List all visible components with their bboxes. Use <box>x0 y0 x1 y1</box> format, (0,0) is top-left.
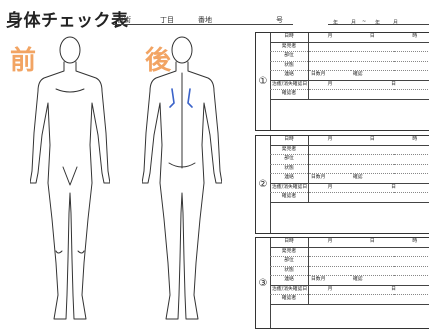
date-marker-year-start: 年 <box>333 20 339 26</box>
finder-field[interactable] <box>308 42 429 52</box>
state-field[interactable] <box>308 164 429 174</box>
part-field[interactable] <box>308 256 429 267</box>
field-label-banchi: 番地 <box>198 16 212 24</box>
card-table: 日時月日時 発見者 部位 状態 連絡日数月確認 治癒/消失確認日月日 確認者 <box>270 136 429 203</box>
card-index: ① <box>256 33 271 130</box>
field-label-banchi-street: 番街 <box>117 16 131 24</box>
date-marker-tilde: ~ <box>362 19 367 25</box>
check-card-2: ② 日時月日時 発見者 部位 状態 連絡日数月確認 治癒/消失確認日月日 確認者 <box>255 135 429 234</box>
page-title: 身体チェック表 <box>6 11 129 31</box>
finder-field[interactable] <box>308 247 429 257</box>
body-front-outline <box>30 36 110 320</box>
card-index: ② <box>256 136 271 233</box>
state-field[interactable] <box>308 61 429 71</box>
back-label: 後 <box>145 46 172 76</box>
check-card-1: ① 日時月日時 発見者 部位 状態 連絡日数月確認 治癒/消失確認日月日 確認者 <box>255 32 429 131</box>
date-marker-month-end: 月 <box>393 20 399 26</box>
front-label: 前 <box>10 46 37 76</box>
confirmer-field[interactable] <box>308 89 429 100</box>
confirmer-field[interactable] <box>308 192 429 203</box>
body-back-outline <box>142 36 222 320</box>
part-field[interactable] <box>308 51 429 62</box>
card-table: 日時月日時 発見者 部位 状態 連絡日数月確認 治癒/消失確認日月日 確認者 <box>270 33 429 100</box>
period-underline <box>328 24 429 25</box>
state-field[interactable] <box>308 266 429 276</box>
part-field[interactable] <box>308 154 429 165</box>
confirmer-field[interactable] <box>308 294 429 305</box>
card-index: ③ <box>256 238 271 328</box>
date-marker-month-start: 月 <box>351 20 357 26</box>
check-card-3: ③ 日時月日時 発見者 部位 状態 連絡日数月確認 治癒/消失確認日月日 確認者 <box>255 237 429 329</box>
card-table: 日時月日時 発見者 部位 状態 連絡日数月確認 治癒/消失確認日月日 確認者 <box>270 238 429 305</box>
field-label-chome: 丁目 <box>160 16 174 24</box>
date-marker-year-end: 年 <box>375 20 381 26</box>
back-mark-icon <box>169 88 193 108</box>
field-label-go: 号 <box>276 16 283 24</box>
finder-field[interactable] <box>308 145 429 155</box>
address-underline <box>113 24 293 25</box>
